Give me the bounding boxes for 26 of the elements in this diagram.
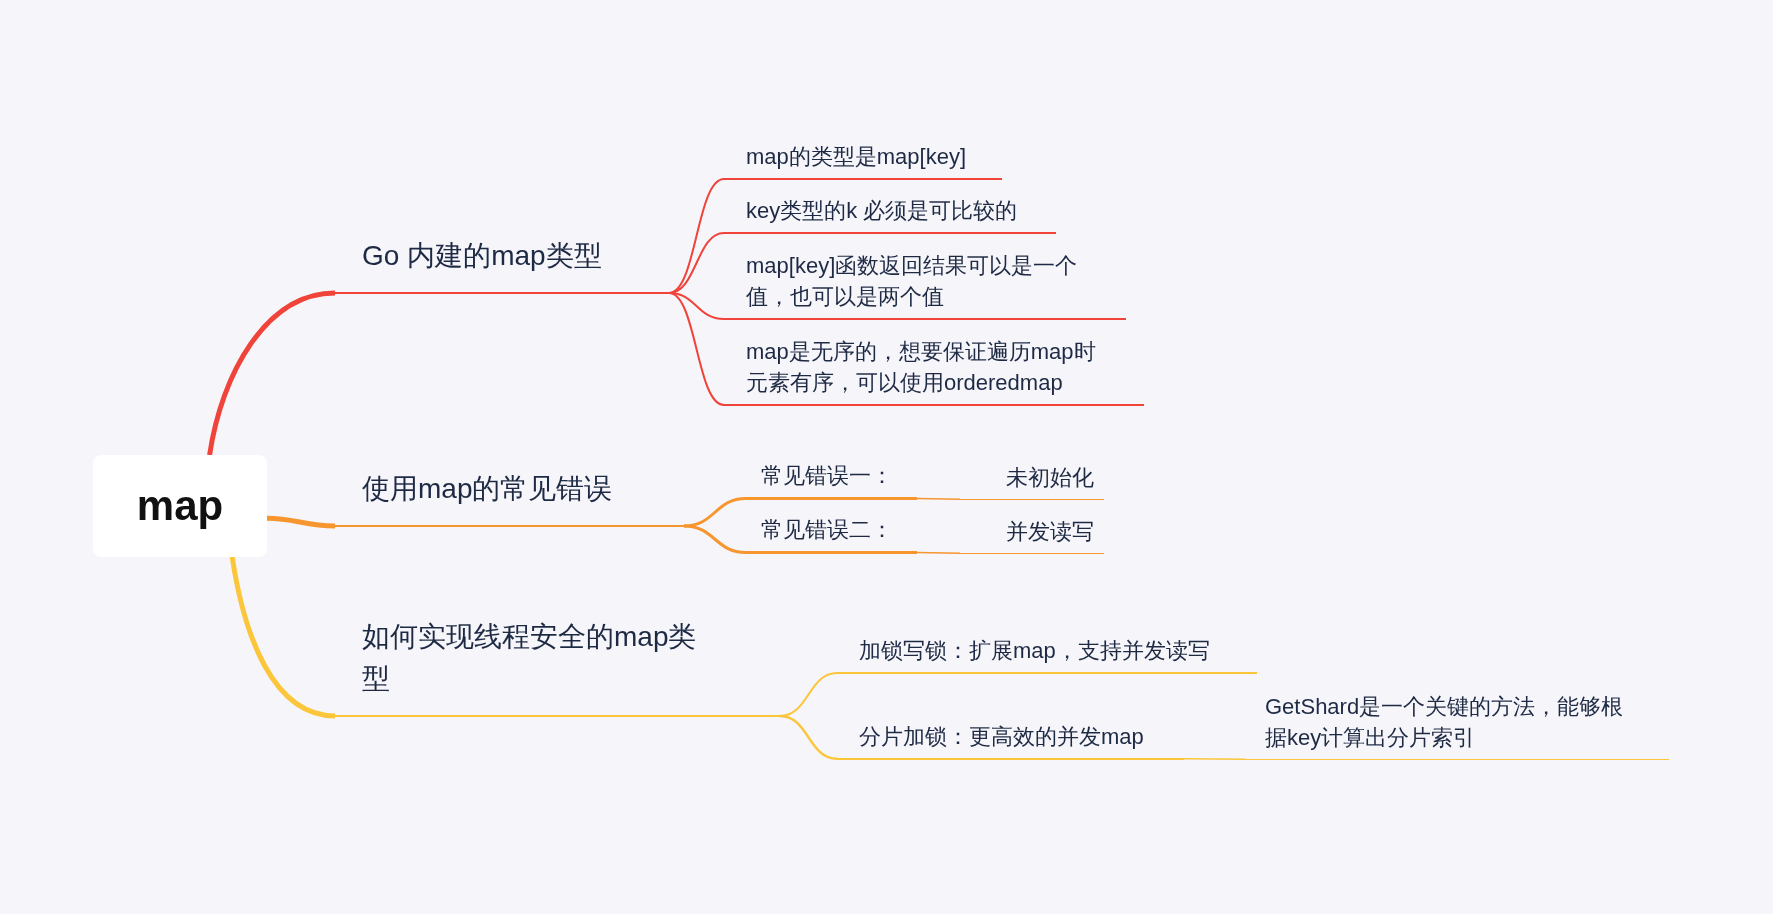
connector-line [916,551,961,554]
central-topic-box [93,455,267,557]
connector-line [668,292,725,406]
topic-text: 常见错误一： [761,462,893,490]
connector-line [779,714,838,760]
topic-text: GetShard是一个关键的方法，能够根据key计算出分片索引 [1265,693,1625,752]
connector-line [1183,758,1246,760]
topic-text: map[key]函数返回结果可以是一个值，也可以是两个值 [746,252,1079,311]
topic-text: 使用map的常见错误 [362,472,613,506]
topic-text: 加锁写锁：扩展map，支持并发读写 [859,637,1210,665]
branch-line [229,556,336,719]
topic-text: Go 内建的map类型 [362,239,602,273]
topic-text: key类型的k 必须是可比较的 [746,197,1018,225]
central-topic-text: map [136,482,224,530]
topic-text: 分片加锁：更高效的并发map [859,723,1144,751]
branch-line [266,515,336,529]
connector-line [916,497,961,500]
topic-text: 未初始化 [1006,464,1094,492]
topic-text: 常见错误二： [761,516,893,544]
connector-line [683,524,747,554]
topic-text: map是无序的，想要保证遍历map时元素有序，可以使用orderedmap [746,338,1097,397]
topic-text: 如何实现线程安全的map类型 [362,620,698,696]
topic-text: map的类型是map[key] [746,143,967,171]
branch-line [207,290,336,456]
connector-line [683,497,747,528]
topic-text: 并发读写 [1006,518,1094,546]
